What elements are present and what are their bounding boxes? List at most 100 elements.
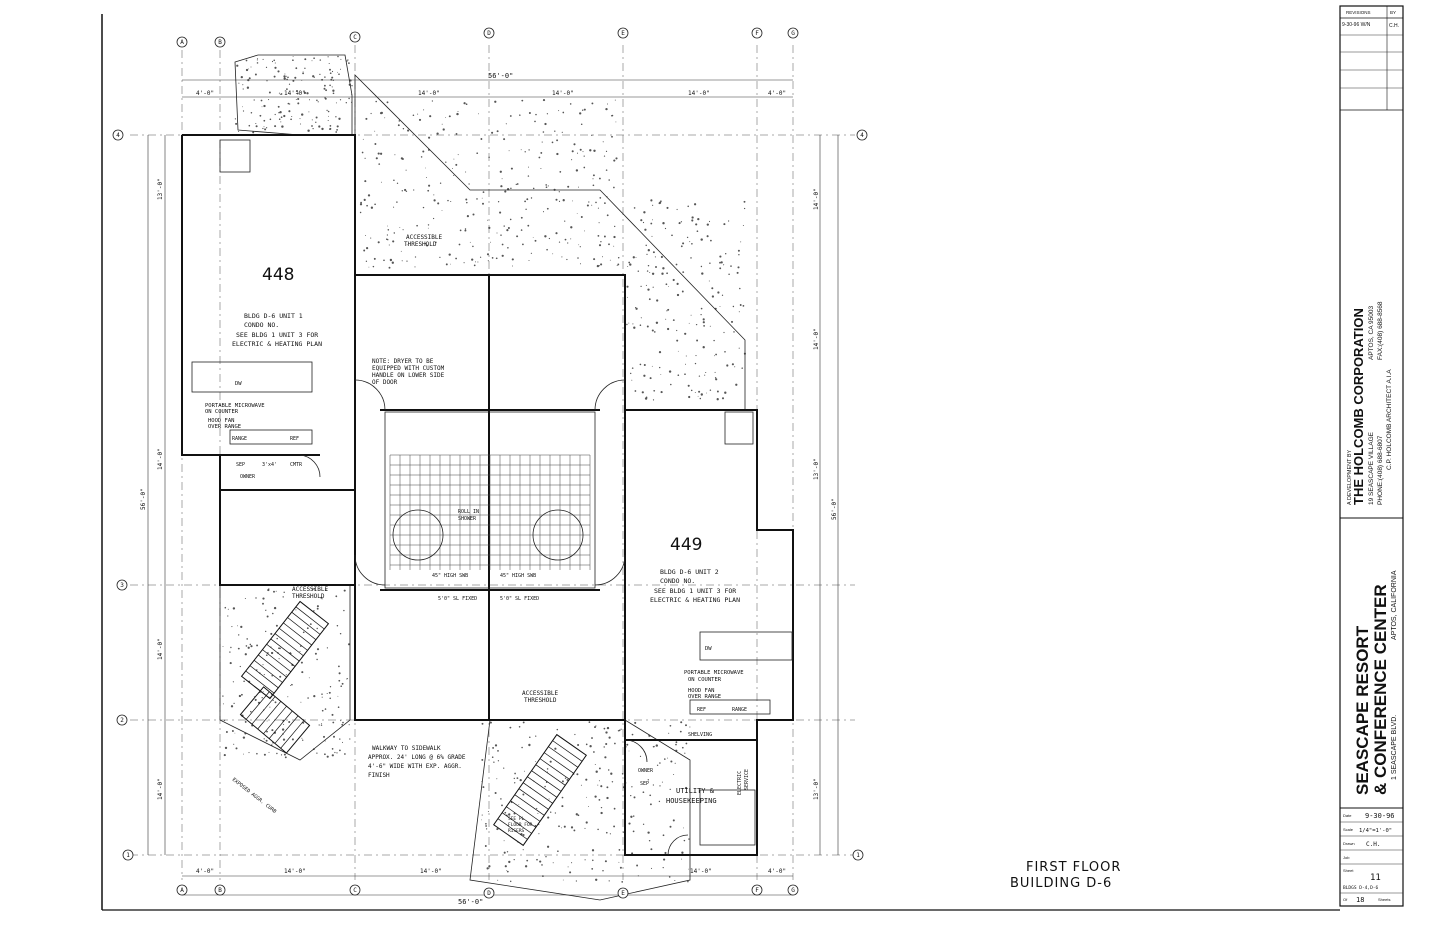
walkway-note-4: FINISH xyxy=(368,772,390,779)
tb-drawn-label: Drawn xyxy=(1343,841,1355,846)
walkway-note-2: APPROX. 24' LONG @ 6% GRADE xyxy=(368,754,466,761)
unit-449-hood-1: HOOD FAN xyxy=(688,688,715,694)
dim-top-seg-4: 14'-0" xyxy=(552,90,574,97)
bottom-threshold-label: THRESHOLD xyxy=(524,697,557,704)
grid-bubble-bottom-f: F xyxy=(755,887,759,894)
tb-date-value: 9-30-96 xyxy=(1365,812,1395,820)
tb-sheet-sub: BLDGS D-4,D-6 xyxy=(1343,885,1379,891)
grid-bubble-top-c: C xyxy=(353,34,357,41)
roll-in-label: ROLL IN xyxy=(458,509,479,515)
tb-project-city: APTOS, CALIFORNIA xyxy=(1391,570,1398,640)
drawing-title-1: FIRST FLOOR xyxy=(1026,860,1121,875)
unit-449-hood-2: OVER RANGE xyxy=(688,694,721,700)
stairs xyxy=(239,600,587,847)
unit-449-microwave-1: PORTABLE MICROWAVE xyxy=(684,670,744,676)
top-accessible-label: ACCESSIBLE xyxy=(406,234,443,241)
tb-job-label: Job xyxy=(1343,855,1350,860)
unit-448-note-2: CONDO NO. xyxy=(244,321,279,329)
unit-449-note-3: SEE BLDG 1 UNIT 3 FOR xyxy=(654,587,736,595)
dimension-labels: 56'-0" 4'-0" 14'-0" 14'-0" 14'-0" 14'-0"… xyxy=(140,72,838,906)
title-block: REVISIONS BY 9-30-96 W/N C.H. A DEVELOPM… xyxy=(1339,5,1404,907)
tb-of-label: Of xyxy=(1343,897,1348,902)
dim-top-seg-3: 14'-0" xyxy=(418,90,440,97)
tb-drawn-value: C.H. xyxy=(1366,841,1380,848)
unit-449-range: RANGE xyxy=(732,707,747,713)
unit-448-hood-1: HOOD FAN xyxy=(208,418,235,424)
dryer-note-4: OF DOOR xyxy=(372,379,398,386)
dimension-lines xyxy=(147,79,839,896)
unit-448-range: RANGE xyxy=(232,436,247,442)
dim-bottom-seg-2: 14'-0" xyxy=(284,868,306,875)
unit-448-microwave-1: PORTABLE MICROWAVE xyxy=(205,403,265,409)
dim-right-seg-3: 13'-0" xyxy=(813,458,820,480)
tb-sheets-label: Sheets xyxy=(1378,897,1390,902)
tb-sheet-label: Sheet xyxy=(1343,868,1354,873)
dim-left-seg-2: 14'-0" xyxy=(157,448,164,470)
unit-449-owner: OWNER xyxy=(638,768,654,774)
grid-bubble-top-g: G xyxy=(791,30,795,37)
grid-bubble-top-d: D xyxy=(487,30,491,37)
tb-address: 19 SEASCAPE VILLAGE xyxy=(1368,431,1375,505)
tb-scale-label: Scale xyxy=(1343,827,1354,832)
tb-of-value: 18 xyxy=(1356,896,1364,904)
center-core-walls xyxy=(354,274,626,721)
dryer-note-1: NOTE: DRYER TO BE xyxy=(372,358,434,365)
unit-449-number: 449 xyxy=(670,535,702,555)
grid-bubble-right-1: 1 xyxy=(856,852,860,859)
unit-449-ref: REF xyxy=(697,707,706,713)
unit-448-ref: REF xyxy=(290,436,299,442)
unit-448-labels: 448 BLDG D-6 UNIT 1 CONDO NO. SEE BLDG 1… xyxy=(205,265,322,480)
stair-note-2: FLOOR FOR xyxy=(508,822,533,828)
dim-right-seg-2: 14'-0" xyxy=(813,328,820,350)
grid-bubble-bottom-c: C xyxy=(353,887,357,894)
tb-project-2: & CONFERENCE CENTER xyxy=(1371,584,1390,795)
grid-bubbles-side: 4 3 2 1 4 1 xyxy=(112,129,868,861)
tb-phone: PHONE:(408) 688-6807 xyxy=(1377,435,1384,505)
unit-449-microwave-2: ON COUNTER xyxy=(688,677,722,683)
unit-448-hood-2: OVER RANGE xyxy=(208,424,241,430)
unit-448-note-1: BLDG D-6 UNIT 1 xyxy=(244,312,303,320)
dim-top-seg-6: 4'-0" xyxy=(768,90,786,97)
tb-fax: FAX:(408) 688-8568 xyxy=(1377,301,1384,360)
grid-bubble-left-4: 4 xyxy=(116,132,120,139)
tb-revisions-header: REVISIONS xyxy=(1346,10,1371,15)
dim-left-seg-4: 14'-0" xyxy=(157,778,164,800)
tb-company: THE HOLCOMB CORPORATION xyxy=(1351,308,1366,505)
dryer-note-2: EQUIPPED WITH CUSTOM xyxy=(372,365,445,372)
tb-project-address: 1 SEASCAPE BLVD. xyxy=(1391,715,1398,780)
dim-left-overall: 56'-0" xyxy=(140,488,147,510)
shelving-label: SHELVING xyxy=(688,732,712,738)
unit-448-owner: OWNER xyxy=(240,474,256,480)
aggregate-curb-label: EXPOSED AGGR. CURB xyxy=(231,777,277,815)
utility-label-1: UTILITY & xyxy=(676,787,715,795)
unit-448-sep: SEP xyxy=(236,462,245,468)
unit-448-walls xyxy=(181,134,356,586)
unit-448-cmtr: CMTR xyxy=(290,462,303,468)
grid-bubble-bottom-b: B xyxy=(218,887,222,894)
tb-scale-value: 1/4"=1'-0" xyxy=(1359,828,1392,834)
dim-bottom-seg-3: 14'-0" xyxy=(420,868,442,875)
unit-449-labels: 449 BLDG D-6 UNIT 2 CONDO NO. SEE BLDG 1… xyxy=(638,535,747,787)
dryer-note-3: HANDLE ON LOWER SIDE xyxy=(372,372,445,379)
swb-left-label: 45" HIGH SWB xyxy=(432,573,468,579)
grid-bubble-left-1: 1 xyxy=(126,852,130,859)
unit-448-number: 448 xyxy=(262,265,294,285)
unit-448-note-3: SEE BLDG 1 UNIT 3 FOR xyxy=(236,331,318,339)
fixed-right-label: 5'0" SL FIXED xyxy=(500,596,539,602)
drawing-title-2: BUILDING D-6 xyxy=(1010,876,1112,891)
unit-448-closet: 3'x4' xyxy=(262,462,277,468)
tb-date-label: Date xyxy=(1343,813,1352,818)
tb-architect: C.P. HOLCOMB ARCHITECT A.I.A xyxy=(1386,369,1393,470)
unit-449-sep: SEP xyxy=(640,781,649,787)
grid-bubble-top-f: F xyxy=(755,30,759,37)
utility-label-2: HOUSEKEEPING xyxy=(666,797,717,805)
stair-note-1: SEE PL xyxy=(508,816,525,822)
swb-right-label: 45" HIGH SWB xyxy=(500,573,536,579)
tb-project-1: SEASCAPE RESORT xyxy=(1353,625,1372,795)
grid-bubble-top-b: B xyxy=(218,39,222,46)
dim-top-seg-2: 14'-0" xyxy=(284,90,306,97)
dim-left-seg-1: 13'-0" xyxy=(157,178,164,200)
door-swings xyxy=(299,379,689,856)
tb-revisions-by: BY xyxy=(1390,10,1396,15)
